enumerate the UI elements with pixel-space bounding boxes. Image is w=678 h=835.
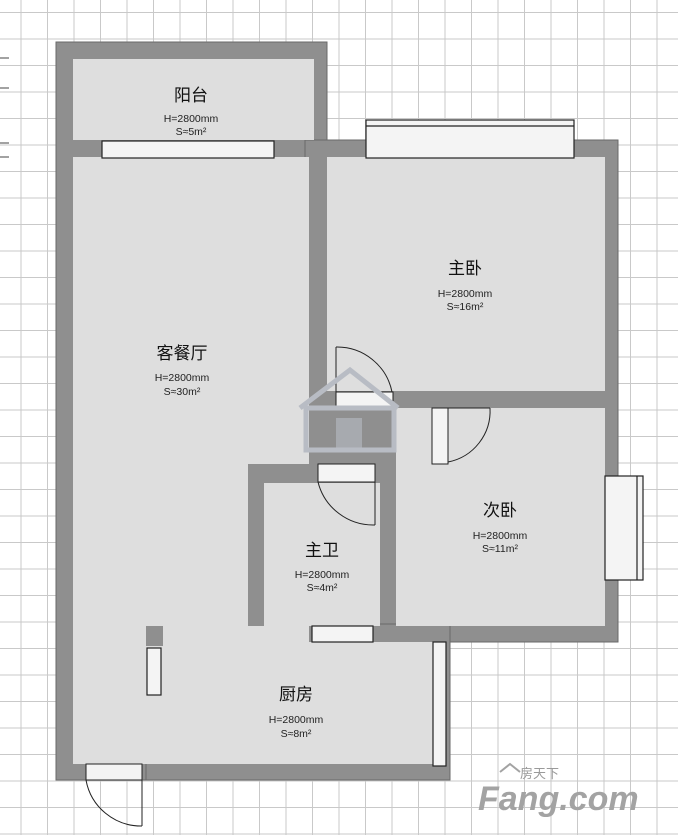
room-floors [73, 59, 605, 764]
room-height: H=2800mm [164, 113, 219, 125]
kitchen-floor [163, 642, 433, 764]
second-bedroom-floor [396, 408, 605, 626]
room-label-kitchen: 厨房 H=2800mm S≈8m² [269, 685, 324, 740]
brand-cn: 房天下 [520, 766, 559, 782]
room-label-second-bedroom: 次卧 H=2800mm S≈11m² [473, 501, 528, 555]
edge-marks [0, 57, 9, 158]
fang-logo-icon [499, 762, 521, 773]
balcony-window [101, 140, 275, 159]
room-area: S≈8m² [281, 728, 312, 740]
room-height: H=2800mm [438, 288, 493, 300]
room-height: H=2800mm [269, 714, 324, 726]
room-name: 次卧 [483, 501, 517, 521]
master-bathroom-floor [264, 483, 380, 626]
watermark [298, 366, 400, 453]
room-area: S≈5m² [176, 126, 207, 138]
room-area: S≈4m² [307, 582, 338, 594]
room-height: H=2800mm [155, 372, 210, 384]
kitchen-side-window [146, 647, 162, 696]
room-height: H=2800mm [295, 569, 350, 581]
room-area: S≈16m² [447, 301, 484, 313]
room-name: 阳台 [174, 86, 208, 106]
windows [101, 119, 644, 767]
room-name: 主卫 [305, 541, 339, 561]
bathroom-window [311, 625, 374, 643]
kitchen-window [432, 641, 447, 767]
room-name: 主卧 [448, 259, 482, 279]
house-logo-icon [298, 366, 400, 453]
balcony-floor [73, 59, 314, 140]
room-label-balcony: 阳台 H=2800mm S≈5m² [164, 86, 219, 138]
brand-en: Fang.com [478, 780, 639, 818]
doors [85, 346, 491, 827]
bathroom-door [317, 463, 376, 526]
room-area: S≈11m² [482, 543, 518, 555]
second-bedroom-door [431, 407, 491, 465]
room-area: S≈30m² [164, 386, 201, 398]
entrance-door [85, 763, 143, 827]
room-label-living-dining: 客餐厅 H=2800mm S≈30m² [155, 344, 210, 398]
brand-logo: 房天下 Fang.com [478, 762, 639, 818]
room-label-master-bedroom: 主卧 H=2800mm S≈16m² [438, 259, 493, 313]
room-height: H=2800mm [473, 530, 528, 542]
room-name: 厨房 [279, 685, 313, 705]
master-bedroom-floor [327, 157, 605, 391]
room-name: 客餐厅 [157, 344, 208, 364]
room-label-master-bathroom: 主卫 H=2800mm S≈4m² [295, 541, 350, 594]
